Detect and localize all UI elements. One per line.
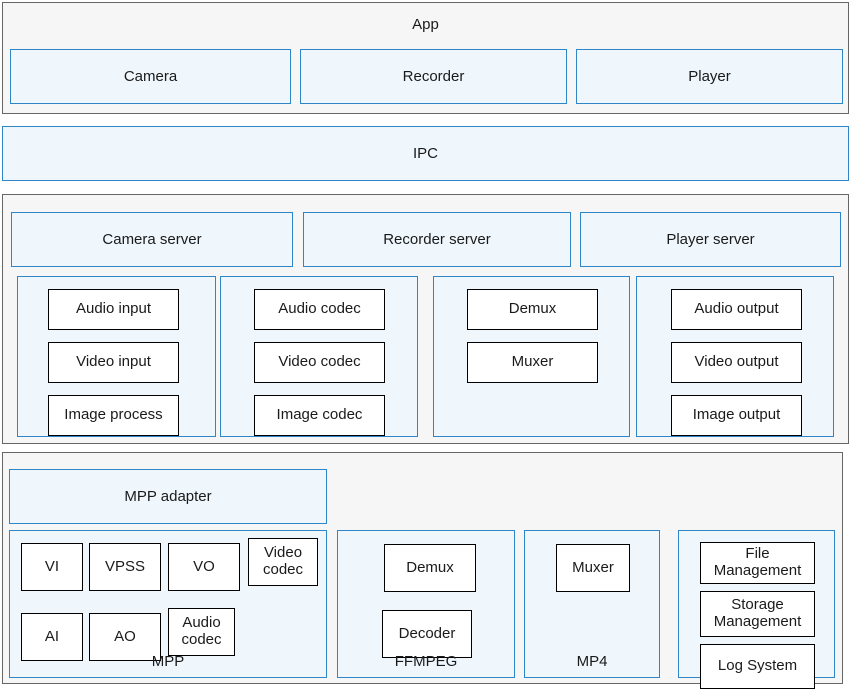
ffmpeg-block-demux[interactable]: Demux <box>384 544 476 592</box>
module-image-process[interactable]: Image process <box>48 395 179 436</box>
system-block-storage-management[interactable]: Storage Management <box>700 591 815 637</box>
system-block-file-management[interactable]: File Management <box>700 542 815 584</box>
module-audio-codec-label: Audio codec <box>278 300 361 318</box>
mpp-block-ai-label: AI <box>44 627 60 645</box>
module-video-input-label: Video input <box>76 353 151 371</box>
platform-group-mpp-caption: MPP <box>151 653 185 670</box>
module-video-codec[interactable]: Video codec <box>254 342 385 383</box>
ffmpeg-block-demux-label: Demux <box>406 558 454 576</box>
mpp-block-audio-codec[interactable]: Audio codec <box>168 608 235 656</box>
module-muxer-label: Muxer <box>511 353 554 371</box>
module-image-codec-label: Image codec <box>276 406 363 424</box>
module-audio-codec[interactable]: Audio codec <box>254 289 385 330</box>
module-audio-output-label: Audio output <box>694 300 779 318</box>
server-box-player-server[interactable]: Player server <box>580 212 841 267</box>
mpp-adapter-label: MPP adapter <box>124 487 212 505</box>
app-box-camera[interactable]: Camera <box>10 49 291 104</box>
ipc-layer-label: IPC <box>412 144 438 162</box>
platform-group-mpp: VI VPSS VO Video codec AI AO Audio codec… <box>9 530 327 678</box>
app-box-camera-label: Camera <box>123 67 178 85</box>
mpp-block-video-codec[interactable]: Video codec <box>248 538 318 586</box>
mpp-block-vi-label: VI <box>44 557 60 575</box>
module-demux-label: Demux <box>508 300 557 318</box>
server-box-recorder-server-label: Recorder server <box>383 230 491 248</box>
system-block-storage-management-label: Storage Management <box>713 596 802 630</box>
module-audio-output[interactable]: Audio output <box>671 289 802 330</box>
platform-group-system: File Management Storage Management Log S… <box>678 530 835 689</box>
ffmpeg-block-decoder-label: Decoder <box>398 624 456 642</box>
system-block-log-system-label: Log System <box>717 657 798 675</box>
app-box-player[interactable]: Player <box>576 49 843 104</box>
module-image-process-label: Image process <box>64 406 163 424</box>
mpp-block-audio-codec-label: Audio codec <box>181 614 222 648</box>
module-muxer[interactable]: Muxer <box>467 342 598 383</box>
module-video-codec-label: Video codec <box>278 353 361 371</box>
module-image-codec[interactable]: Image codec <box>254 395 385 436</box>
server-box-recorder-server[interactable]: Recorder server <box>303 212 571 267</box>
module-audio-input[interactable]: Audio input <box>48 289 179 330</box>
server-layer-section: Camera server Recorder server Player ser… <box>2 194 849 444</box>
mpp-adapter-box[interactable]: MPP adapter <box>9 469 327 524</box>
module-image-output-label: Image output <box>692 406 781 424</box>
system-block-file-management-label: File Management <box>713 545 802 579</box>
server-group-demux-mux: Demux Muxer <box>433 276 630 437</box>
server-box-camera-server[interactable]: Camera server <box>11 212 293 267</box>
platform-layer-section: MPP adapter VI VPSS VO Video codec AI AO… <box>2 452 843 689</box>
app-box-recorder-label: Recorder <box>402 67 465 85</box>
mpp-block-ao[interactable]: AO <box>89 613 161 661</box>
mpp-block-ao-label: AO <box>114 627 136 645</box>
platform-group-mp4-caption: MP4 <box>576 653 608 670</box>
app-layer-section: App Camera Recorder Player <box>2 2 849 114</box>
server-box-player-server-label: Player server <box>666 230 755 248</box>
module-audio-input-label: Audio input <box>75 300 152 318</box>
system-block-log-system[interactable]: Log System <box>700 644 815 689</box>
app-box-recorder[interactable]: Recorder <box>300 49 567 104</box>
app-layer-title: App <box>412 16 439 33</box>
mpp-block-vo[interactable]: VO <box>168 543 240 591</box>
server-group-codec-modules: Audio codec Video codec Image codec <box>220 276 418 437</box>
mp4-block-muxer[interactable]: Muxer <box>556 544 630 592</box>
mpp-block-vi[interactable]: VI <box>21 543 83 591</box>
module-video-output-label: Video output <box>694 353 779 371</box>
mpp-block-video-codec-label: Video codec <box>262 544 304 578</box>
app-box-player-label: Player <box>688 67 731 85</box>
platform-group-ffmpeg: Demux Decoder FFMPEG <box>337 530 515 678</box>
module-demux[interactable]: Demux <box>467 289 598 330</box>
server-group-camera-modules: Audio input Video input Image process <box>17 276 216 437</box>
module-video-input[interactable]: Video input <box>48 342 179 383</box>
mpp-block-ai[interactable]: AI <box>21 613 83 661</box>
mpp-block-vpss-label: VPSS <box>104 557 146 575</box>
module-image-output[interactable]: Image output <box>671 395 802 436</box>
platform-group-mp4: Muxer MP4 <box>524 530 660 678</box>
ffmpeg-block-decoder[interactable]: Decoder <box>382 610 472 658</box>
server-group-output-modules: Audio output Video output Image output <box>636 276 834 437</box>
mp4-block-muxer-label: Muxer <box>572 558 614 576</box>
module-video-output[interactable]: Video output <box>671 342 802 383</box>
mpp-block-vo-label: VO <box>193 557 215 575</box>
platform-group-ffmpeg-caption: FFMPEG <box>394 653 458 670</box>
ipc-layer-box[interactable]: IPC <box>2 126 849 181</box>
mpp-block-vpss[interactable]: VPSS <box>89 543 161 591</box>
server-box-camera-server-label: Camera server <box>102 230 202 248</box>
